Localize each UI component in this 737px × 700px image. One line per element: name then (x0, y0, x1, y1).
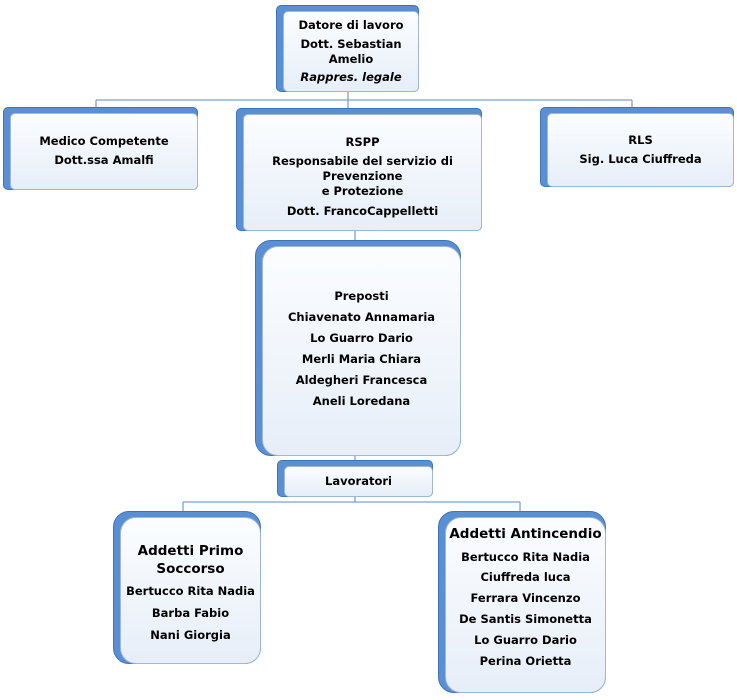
primo-soccorso-member: Nani Giorgia (150, 627, 231, 642)
datore-role: Rappres. legale (300, 69, 402, 84)
antincendio-member: De Santis Simonetta (459, 612, 592, 627)
rspp-name: Dott. FrancoCappelletti (286, 203, 439, 218)
preposti-member: Chiavenato Annamaria (287, 309, 436, 324)
primo-soccorso-node: Addetti Primo Soccorso Bertucco Rita Nad… (113, 511, 261, 664)
rls-name: Sig. Luca Ciuffreda (579, 151, 702, 166)
datore-name-line2: Amelio (328, 51, 374, 66)
preposti-member: Aldegheri Francesca (295, 372, 428, 387)
preposti-member: Lo Guarro Dario (310, 330, 413, 345)
lavoratori-node: Lavoratori (277, 460, 433, 497)
lavoratori-title: Lavoratori (325, 474, 392, 489)
medico-name: Dott.ssa Amalfi (54, 152, 154, 167)
datore-name-line1: Dott. Sebastian (300, 36, 402, 51)
datore-node: Datore di lavoro Dott. Sebastian Amelio … (276, 5, 419, 92)
antincendio-node: Addetti Antincendio Bertucco Rita Nadia … (438, 511, 606, 693)
preposti-node: Preposti Chiavenato Annamaria Lo Guarro … (255, 240, 461, 456)
primo-soccorso-title-line1: Addetti Primo (137, 543, 244, 559)
rspp-desc-line1: Responsabile del servizio di Prevenzione (272, 153, 453, 183)
rspp-node: RSPP Responsabile del servizio di Preven… (236, 108, 482, 231)
rspp-desc-line2: e Protezione (321, 183, 404, 198)
preposti-member: Aneli Loredana (312, 393, 411, 408)
preposti-member: Merli Maria Chiara (301, 351, 422, 366)
datore-title: Datore di lavoro (298, 18, 404, 32)
antincendio-title: Addetti Antincendio (449, 526, 602, 542)
preposti-title: Preposti (334, 289, 389, 303)
medico-node: Medico Competente Dott.ssa Amalfi (3, 107, 198, 190)
primo-soccorso-member: Barba Fabio (151, 606, 230, 621)
antincendio-member: Ferrara Vincenzo (470, 591, 581, 606)
antincendio-member: Ciuffreda luca (480, 570, 571, 585)
antincendio-member: Perina Orietta (479, 654, 572, 669)
antincendio-member: Lo Guarro Dario (474, 633, 577, 648)
antincendio-member: Bertucco Rita Nadia (461, 549, 590, 564)
rspp-title: RSPP (345, 135, 380, 149)
medico-title: Medico Competente (39, 134, 169, 148)
primo-soccorso-member: Bertucco Rita Nadia (126, 584, 255, 599)
rls-title: RLS (628, 133, 653, 147)
primo-soccorso-title-line2: Soccorso (156, 560, 225, 577)
rls-node: RLS Sig. Luca Ciuffreda (540, 107, 734, 187)
